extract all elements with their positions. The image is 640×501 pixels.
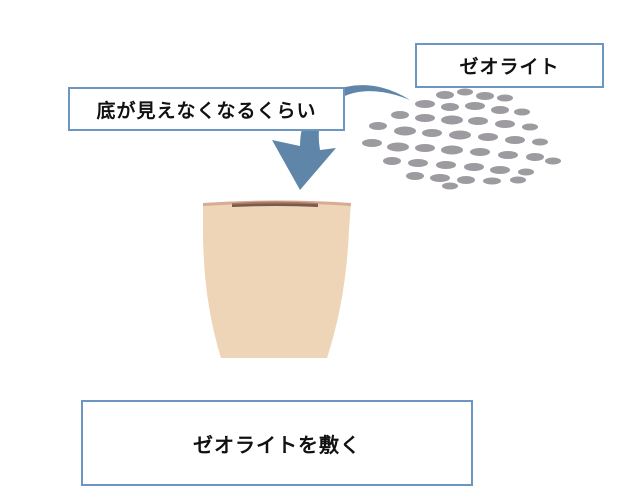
step-caption: ゼオライトを敷く	[193, 432, 361, 457]
curved-arrow-icon	[272, 85, 410, 190]
material-label-box: ゼオライト	[415, 43, 604, 88]
zeolite-pebbles-icon	[362, 88, 561, 190]
flower-pot-icon	[203, 200, 351, 358]
step-caption-box: ゼオライトを敷く	[81, 400, 473, 486]
amount-hint-label: 底が見えなくなるくらい	[96, 99, 317, 122]
material-label: ゼオライト	[459, 56, 560, 78]
amount-hint-box: 底が見えなくなるくらい	[68, 87, 345, 131]
